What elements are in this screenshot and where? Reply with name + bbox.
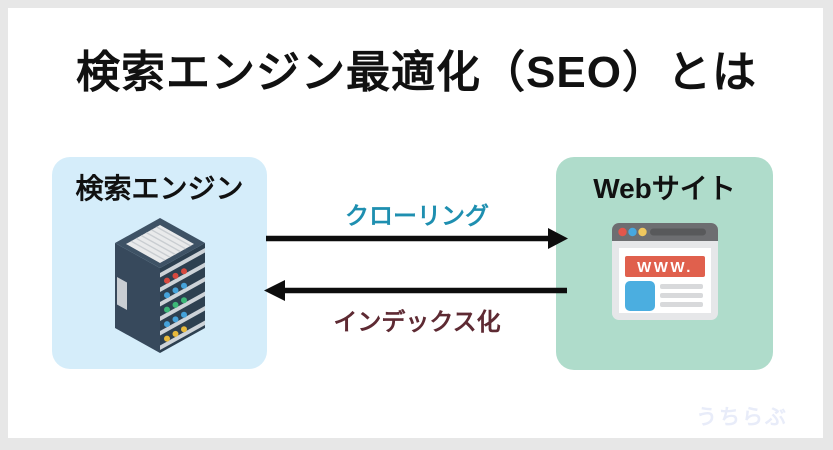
browser-address-bar	[649, 228, 706, 236]
crawling-label: クローリング	[345, 203, 489, 230]
crawling-arrow-right-icon	[266, 228, 568, 249]
search-engine-box: 検索エンジン	[52, 157, 267, 369]
search-engine-label: 検索エンジン	[75, 173, 244, 204]
website-label: Webサイト	[593, 173, 736, 204]
indexing-arrow-left-icon	[264, 280, 567, 301]
browser-text-lines	[659, 284, 703, 307]
watermark: うちらぶ	[696, 406, 788, 429]
browser-dot-red	[617, 227, 627, 237]
website-box: Webサイト WWW.	[556, 157, 773, 370]
browser-dot-blue	[627, 227, 637, 237]
browser-dot-yellow	[637, 227, 647, 237]
page-title: 検索エンジン最適化（SEO）とは	[76, 48, 757, 97]
indexing-label: インデックス化	[333, 309, 501, 336]
browser-image-block	[624, 281, 655, 311]
browser-icon: WWW.	[611, 223, 718, 320]
www-text: WWW.	[637, 259, 693, 276]
www-banner	[624, 256, 705, 277]
server-icon	[114, 218, 205, 353]
